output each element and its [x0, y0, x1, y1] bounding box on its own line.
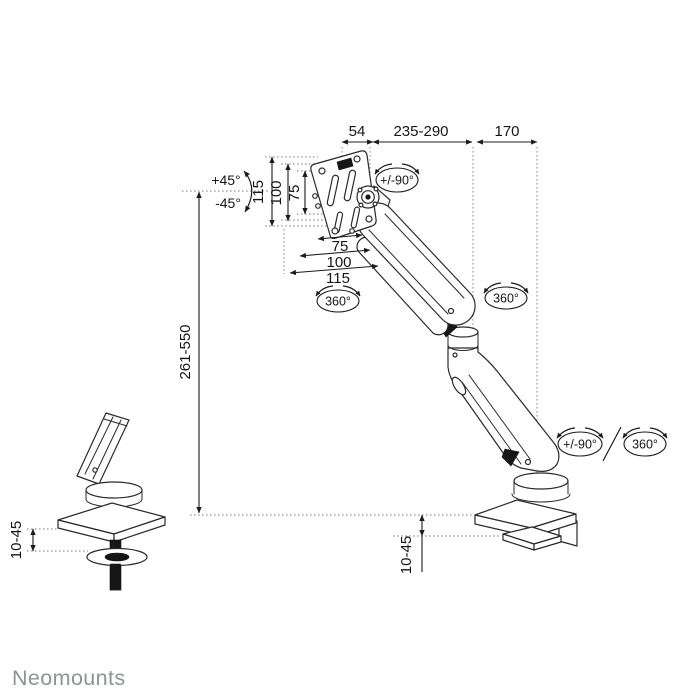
mount-hole	[312, 193, 318, 199]
collar-top	[85, 481, 143, 499]
hinge-screw	[92, 467, 98, 473]
mount-hole	[365, 215, 373, 223]
dim-label-75h: 75	[332, 238, 349, 255]
riser-sides	[513, 480, 569, 495]
hub-screw	[357, 187, 363, 193]
head-swivel-badge: +/-90°	[374, 163, 420, 193]
tube-detail-line	[84, 416, 114, 475]
piston-rod	[356, 236, 449, 336]
vesa-slot	[343, 169, 357, 202]
hub-screw	[372, 201, 378, 207]
oval-outline	[375, 167, 419, 193]
dim-line-115h	[289, 263, 379, 276]
arm-rotate-label: 360°	[493, 292, 519, 306]
tilt-down-label: -45°	[215, 195, 241, 211]
arm-screw	[524, 458, 532, 466]
cable-slot	[451, 376, 467, 396]
oval-outline	[484, 286, 528, 310]
collar-sides	[85, 489, 143, 500]
hub-screw	[358, 202, 364, 208]
head-swivel-label: +/-90°	[380, 174, 414, 188]
arm-highlight-line	[368, 229, 449, 315]
desk-clamp-base	[474, 472, 578, 551]
mount-hole	[331, 227, 339, 235]
rotation-arrow	[342, 285, 361, 297]
mount-hole	[318, 167, 326, 175]
elbow-joint	[447, 326, 479, 358]
tilt-up-label: +45°	[211, 172, 240, 188]
riser-top	[513, 472, 569, 490]
elbow-screw	[452, 352, 458, 358]
dimension-labels: 54 235-290 170 115 100 75 261-550 75 100…	[8, 123, 520, 574]
oval-outline	[557, 431, 603, 457]
grommet-mount-drawing	[57, 412, 166, 591]
bolt-lower	[110, 563, 121, 591]
head-rotate-label: 360°	[325, 295, 351, 309]
vesa-slot	[326, 174, 340, 207]
base-swivel-label: +/-90°	[563, 438, 597, 452]
rotation-badges: +/-90° 360° 360° +/-90° 360°	[315, 163, 668, 462]
tilt-arc-arrow	[243, 170, 253, 213]
dim-label-115h: 115	[326, 270, 350, 287]
tube-cap-line	[103, 418, 128, 427]
dim-label-100v: 100	[268, 180, 285, 205]
rotation-arrow	[483, 282, 502, 294]
head-rotate-badge: 360°	[315, 285, 361, 313]
arm-channel-line	[468, 374, 531, 460]
dimension-lines	[30, 139, 538, 572]
dim-label-170: 170	[494, 123, 519, 140]
elbow-rim	[447, 344, 479, 351]
base-swivel-badge: +/-90°	[556, 427, 604, 457]
clamp-jaw-right-face	[533, 535, 562, 551]
rotation-arrow	[315, 285, 334, 297]
hub-screw	[373, 186, 379, 192]
lower-arm	[447, 347, 560, 472]
dim-label-height-range: 261-550	[177, 324, 194, 379]
vesa-slot	[350, 206, 361, 229]
rotation-arrow	[510, 282, 529, 294]
dim-label-clamp-left: 10-45	[8, 521, 25, 559]
arm-base-shadow	[501, 448, 520, 467]
vesa-plate	[310, 150, 380, 240]
dim-label-clamp-center: 10-45	[398, 536, 415, 574]
mount-hole	[315, 203, 321, 209]
base-plate-right-face	[113, 516, 166, 543]
dim-line-75h	[317, 232, 363, 242]
oval-outline	[316, 289, 360, 313]
slash-divider	[602, 426, 622, 462]
riser-flange	[511, 493, 571, 503]
arm-end-screw	[447, 307, 455, 315]
dim-label-115v: 115	[250, 180, 267, 204]
base-rotate-badge: 360°	[622, 427, 668, 457]
arm-highlight-line	[384, 213, 465, 299]
dim-label-235-290: 235-290	[393, 123, 448, 140]
rotation-arrow	[584, 427, 604, 439]
rotation-arrow	[374, 163, 393, 175]
plate-outline	[310, 150, 377, 240]
base-rotate-label: 360°	[632, 438, 658, 452]
washer-hole	[104, 552, 130, 562]
oval-outline	[623, 431, 667, 457]
mount-hole	[349, 228, 355, 234]
ball-joint-center	[365, 194, 371, 200]
dim-line-100h	[299, 247, 371, 259]
rotation-arrow	[401, 163, 420, 175]
quick-release-tab	[336, 157, 354, 171]
arm-rotate-badge: 360°	[483, 282, 529, 310]
brand-logo: Neomounts	[12, 666, 126, 690]
dim-label-54: 54	[349, 123, 366, 140]
dim-label-100h: 100	[326, 254, 351, 271]
rotation-arrow	[649, 427, 668, 439]
dim-label-75v: 75	[286, 185, 303, 202]
mount-hole	[353, 155, 361, 163]
rotation-arrow	[622, 427, 641, 439]
rotation-arrow	[556, 427, 576, 439]
